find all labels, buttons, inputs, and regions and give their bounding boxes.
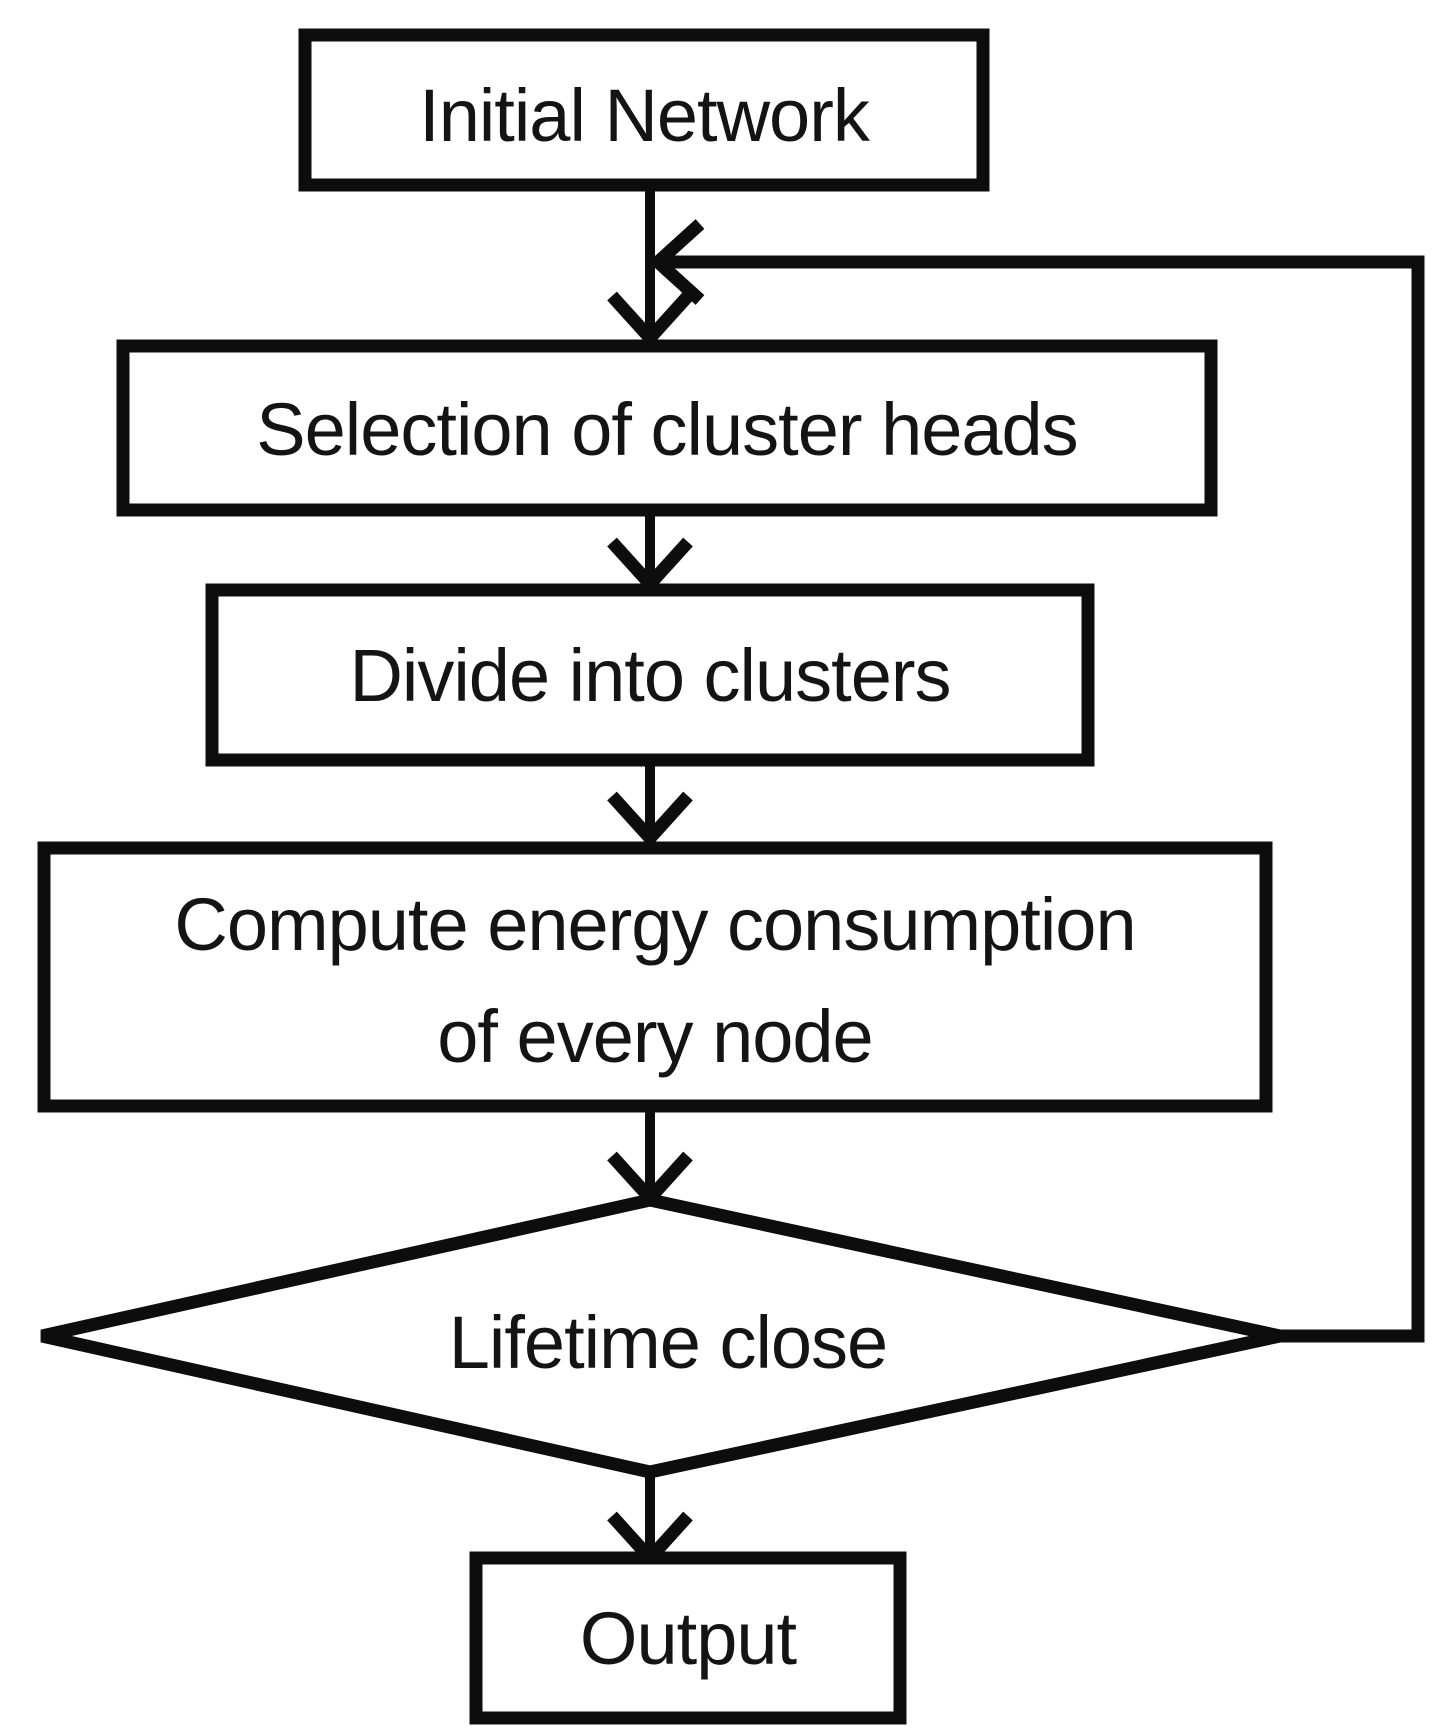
node-compute-energy-consumption (37, 841, 1273, 1113)
node-lifetime-close-decision (40, 1193, 1282, 1479)
node-selection-of-cluster-heads (116, 339, 1218, 517)
node-output (469, 1551, 907, 1725)
edge-divide-to-compute-arrowhead (607, 791, 693, 848)
node-divide-into-clusters (205, 583, 1095, 767)
node-initial-network-label: Initial Network (419, 74, 871, 157)
node-output-label: Output (580, 1597, 798, 1680)
node-divide-into-clusters-label: Divide into clusters (349, 634, 950, 717)
edge-initial-to-selection-arrowhead (607, 291, 693, 348)
edge-lifetime-loop-back (662, 255, 1425, 1343)
node-initial-network (298, 28, 990, 192)
node-compute-energy-consumption-label-line1: Compute energy consumption (174, 883, 1135, 966)
loop-back-arrowhead (648, 219, 705, 305)
node-compute-energy-consumption-label-line2: of every node (437, 995, 872, 1078)
node-lifetime-close-label: Lifetime close (449, 1301, 887, 1384)
node-selection-of-cluster-heads-label: Selection of cluster heads (256, 388, 1077, 471)
